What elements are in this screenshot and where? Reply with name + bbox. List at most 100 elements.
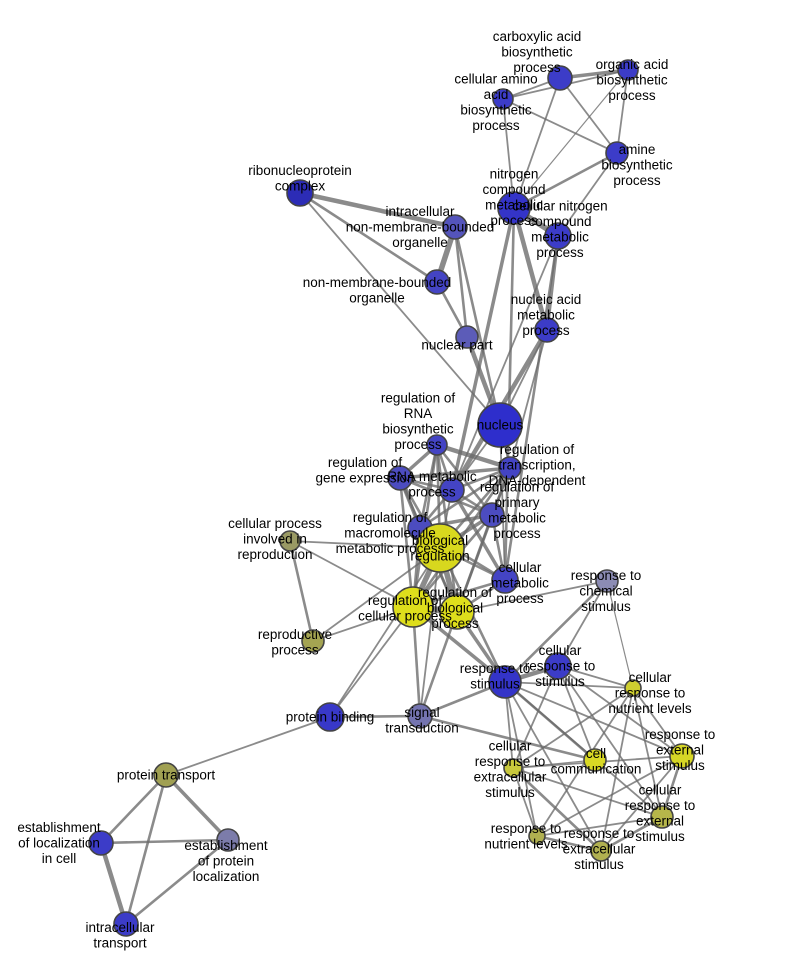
- graph-edge-crxs-rnl: [512, 767, 538, 837]
- graph-node-amino[interactable]: [492, 88, 514, 110]
- graph-edge-crnl-crext: [632, 687, 663, 818]
- graph-edge-sigt-pbind: [328, 714, 422, 719]
- graph-edge-carb-nitc: [513, 77, 561, 209]
- graph-node-inmb[interactable]: [442, 214, 468, 240]
- graph-node-eprot[interactable]: [216, 828, 240, 852]
- graph-edge-eloc-itra: [98, 840, 129, 927]
- graph-edge-orga-nitc: [513, 69, 629, 209]
- graph-edge-cnit-cmet: [503, 234, 560, 582]
- graph-edge-inmb-npart: [453, 225, 469, 339]
- graph-edge-amino-amine: [502, 98, 618, 154]
- graph-edge-rstim-rxs: [504, 681, 602, 852]
- graph-edge-rbp-rchem: [456, 580, 608, 613]
- graph-edge-cmet-nucl: [499, 424, 506, 581]
- graph-node-rxs[interactable]: [590, 840, 612, 862]
- graph-edge-rext-rnl: [536, 755, 683, 837]
- graph-edge-ribo-nmbo: [298, 191, 439, 284]
- graph-edge-carb-amine: [559, 77, 618, 154]
- graph-edge-inmb-nucl: [453, 225, 502, 427]
- graph-edge-nacid-rtd: [509, 329, 548, 469]
- graph-node-rtd[interactable]: [498, 456, 522, 480]
- graph-edge-ptra-eprot: [164, 773, 230, 842]
- graph-edge-rcp-cpir: [289, 540, 414, 608]
- graph-node-pbind[interactable]: [315, 702, 345, 732]
- graph-edge-breg-pbind: [329, 547, 441, 718]
- graph-edge-amine-nitc: [512, 151, 619, 210]
- graph-edge-crnl-rxs: [600, 687, 634, 852]
- graph-edge-rstim-rnl: [504, 681, 538, 837]
- graph-node-nmbo[interactable]: [424, 269, 450, 295]
- graph-edge-crext-rnl: [536, 816, 663, 837]
- graph-node-rext[interactable]: [669, 743, 695, 769]
- graph-edge-crs-crext: [557, 665, 663, 818]
- graph-edge-rrb-rtd: [434, 442, 513, 471]
- graph-edge-rrb-rpm: [435, 443, 494, 517]
- graph-node-rrb[interactable]: [426, 434, 448, 456]
- graph-node-rbp[interactable]: [439, 594, 475, 630]
- graph-edge-ptra-itra: [124, 773, 168, 926]
- graph-node-cnit[interactable]: [544, 222, 572, 250]
- graph-node-npart[interactable]: [455, 325, 479, 349]
- graph-edge-rstim-crnl: [504, 681, 634, 689]
- graph-node-crext[interactable]: [650, 805, 674, 829]
- graph-edge-crxs-rxs: [511, 766, 603, 853]
- graph-edge-breg-repro: [312, 547, 441, 642]
- graph-node-rge[interactable]: [387, 465, 413, 491]
- graph-node-rcp[interactable]: [392, 586, 434, 628]
- graph-node-nacid[interactable]: [534, 317, 560, 343]
- graph-node-crnl[interactable]: [624, 679, 642, 697]
- graph-edge-rnam-cmet: [450, 488, 507, 582]
- graph-edge-amino-nitc: [502, 98, 515, 209]
- graph-node-repro[interactable]: [301, 629, 325, 653]
- graph-edge-ptra-eloc: [99, 773, 168, 845]
- graph-node-rnl[interactable]: [528, 827, 546, 845]
- graph-node-nucl[interactable]: [477, 402, 523, 448]
- graph-edge-eloc-eprot: [99, 838, 230, 845]
- graph-node-rchem[interactable]: [595, 569, 619, 593]
- graph-edge-rbp-sigt: [418, 610, 459, 718]
- graph-edge-sigt-comm: [418, 714, 597, 762]
- graph-node-comm[interactable]: [583, 748, 607, 772]
- graph-edge-rstim-rchem: [503, 579, 609, 684]
- graph-node-orga[interactable]: [617, 59, 639, 81]
- graph-edge-eprot-itra: [124, 838, 230, 926]
- graph-node-itra[interactable]: [113, 911, 139, 937]
- graph-node-sigt[interactable]: [407, 703, 433, 729]
- graph-node-rnam[interactable]: [439, 477, 465, 503]
- graph-edge-nitc-nacid: [511, 205, 550, 333]
- graph-edge-crs-rext: [557, 665, 683, 757]
- graph-edge-rge-rcp: [398, 476, 415, 609]
- graph-node-nitc[interactable]: [497, 191, 531, 225]
- graph-edge-cnit-rnam: [451, 235, 559, 491]
- graph-edge-rcp-pbind: [329, 606, 414, 718]
- graph-node-cmet[interactable]: [491, 566, 519, 594]
- graph-node-crs[interactable]: [544, 652, 572, 680]
- graph-edge-rchem-crnl: [606, 580, 634, 689]
- graph-node-rstim[interactable]: [488, 665, 522, 699]
- graph-node-ptra[interactable]: [153, 762, 179, 788]
- graph-node-ribo[interactable]: [286, 179, 314, 207]
- graph-node-amine[interactable]: [605, 141, 629, 165]
- graph-edge-amine-cnit: [557, 152, 618, 237]
- graph-node-crxs[interactable]: [503, 758, 523, 778]
- graph-node-eloc[interactable]: [88, 830, 114, 856]
- graph-edge-orga-amine: [616, 69, 629, 154]
- graph-edge-crs-rchem: [557, 580, 608, 667]
- edge-layer: [98, 68, 684, 927]
- graph-edge-crnl-rext: [632, 687, 683, 757]
- graph-edge-ribo-inmb: [297, 190, 458, 230]
- graph-node-carb[interactable]: [547, 65, 573, 91]
- graph-edge-crs-comm: [557, 665, 596, 761]
- graph-node-cpir[interactable]: [279, 530, 301, 552]
- graph-edge-crs-crxs: [512, 665, 559, 769]
- graph-node-rpm[interactable]: [479, 502, 505, 528]
- graph-edge-rstim-crext: [504, 681, 663, 818]
- graph-edge-rext-rxs: [600, 755, 683, 852]
- graph-node-breg[interactable]: [415, 523, 465, 573]
